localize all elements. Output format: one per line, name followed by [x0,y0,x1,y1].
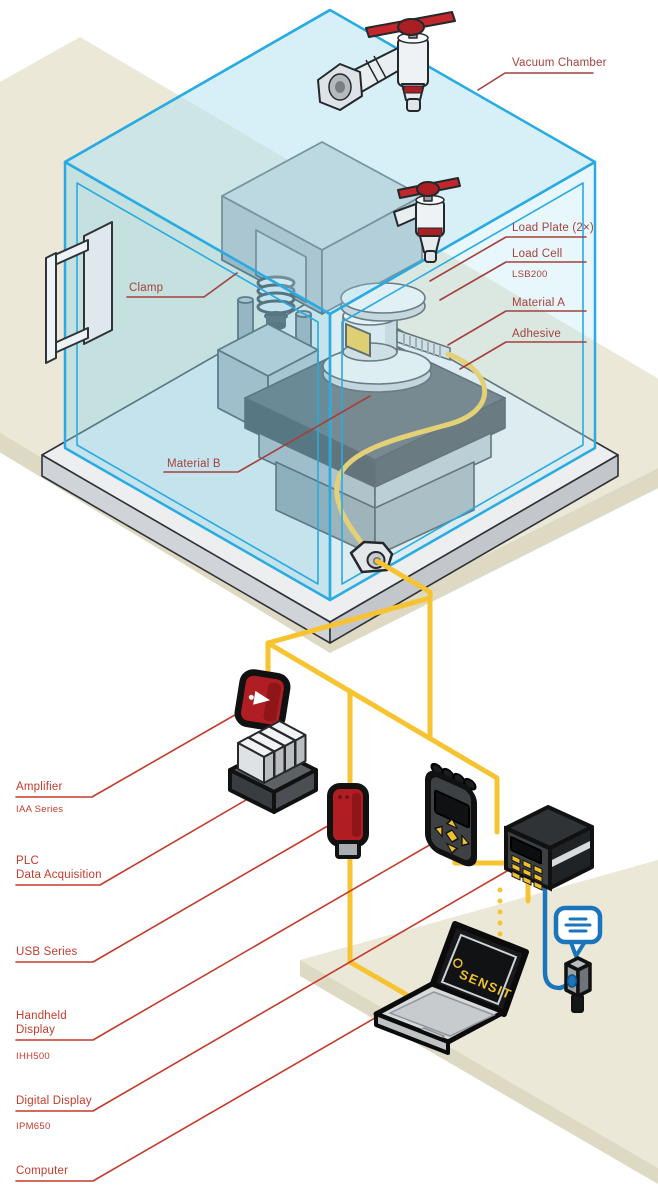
cable-blue-to-sensor [542,883,571,991]
label-amplifier: Amplifier [16,781,63,793]
handheld-display-device [425,762,477,867]
laptop-keyboard [388,991,496,1037]
leader-digital-display [15,870,508,1112]
sensor-cable-inside [334,351,488,549]
label-material-a: Material A [512,297,565,309]
leader-load-plate [429,236,587,282]
chamber-inner-wall-lines [76,182,584,585]
label-adhesive: Adhesive [512,328,561,340]
label-amplifier-series: IAA Series [16,804,63,815]
usb-connector [335,840,361,859]
leader-usb [15,819,339,963]
leader-clamp [126,272,238,298]
amplifier-device [234,669,291,731]
leader-load-cell [439,261,587,301]
diagram-labels: Vacuum Chamber Load Plate (2×) Load Cell… [16,57,607,1177]
label-usb-series: USB Series [16,946,77,958]
label-computer: Computer [16,1165,68,1177]
label-digital-display-model: IPM650 [16,1121,51,1132]
label-plc-line1: PLC [16,855,39,867]
handheld-dpad [433,817,471,855]
usb-device [327,783,369,859]
leader-amplifier [15,707,248,798]
vacuum-valve-inner [393,177,461,263]
threaded-rod [396,328,451,362]
label-load-cell: Load Cell [512,248,562,260]
leader-material-b [163,395,371,473]
wireless-sensor-device [564,956,592,1013]
plc-device [228,720,318,814]
label-vacuum-chamber: Vacuum Chamber [512,57,607,69]
label-handheld-model: IHH500 [16,1051,50,1062]
leader-lines-lower [15,707,508,1182]
display-keypad [511,854,543,891]
label-digital-display: Digital Display [16,1095,92,1107]
chamber-door-handle [45,221,113,364]
label-plc-line2: Data Acquisition [16,869,102,881]
chamber-edge-line [64,8,331,164]
label-load-plate: Load Plate (2×) [512,222,594,234]
display-screen [510,836,542,865]
label-material-b: Material B [167,458,221,470]
display-side-stripe [552,841,590,867]
leader-plc [15,792,259,886]
vacuum-valve-top [317,11,456,112]
label-load-cell-model: LSB200 [512,269,548,280]
label-handheld-line1: Handheld [16,1010,67,1022]
speech-bubble-icon [553,905,603,958]
leader-material-a [447,310,587,346]
label-handheld-line2: Display [16,1024,55,1036]
cable-to-digital-display [265,640,500,835]
material-a-sample [345,322,371,358]
leader-lines-upper [126,72,594,473]
sensor-button [566,974,578,988]
laptop-screen [440,933,518,1006]
load-cell-stack [322,282,451,393]
label-clamp: Clamp [129,282,163,294]
leader-computer [15,999,407,1182]
digital-display-device [504,805,594,892]
amplifier-logo-icon [253,690,271,705]
cable-chamber-to-junction [374,558,433,740]
laptop-device: SENSIT [373,921,529,1055]
plc-modules [237,720,307,784]
leader-adhesive [459,341,587,370]
leader-vacuum-chamber [477,72,594,91]
leader-handheld [15,842,434,1041]
